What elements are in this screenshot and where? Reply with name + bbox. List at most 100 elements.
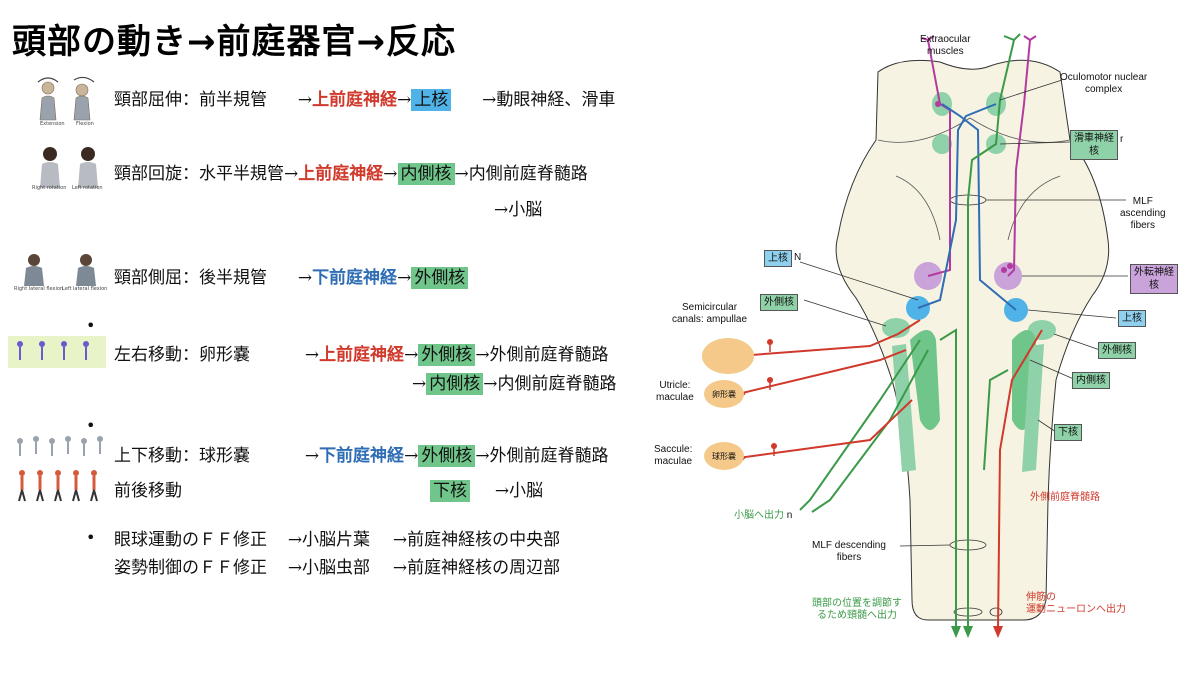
walk-figure <box>18 470 98 502</box>
row-frontback-move: 前後移動 <box>114 481 182 501</box>
blue-path-left <box>917 103 997 309</box>
curve-arrow-icon <box>73 76 95 83</box>
flexion-person-icon <box>73 83 91 121</box>
mlf-ascending-ellipse <box>949 194 987 206</box>
superior-nucleus-suffix: N <box>794 252 802 263</box>
saccule-label: Saccule: maculae <box>654 444 693 467</box>
row-ff-posture: 姿勢制御のＦＦ修正 →小脳虫部 →前庭神経核の周辺部 <box>114 558 561 578</box>
rotation-figure <box>40 147 98 188</box>
output-text: →外側前庭脊髄路 <box>475 446 609 466</box>
oculomotor-nucleus-right <box>986 92 1006 116</box>
curve-arrow-icon <box>37 77 59 83</box>
semicircular-label: Semicircular canals: ampullae <box>672 302 748 325</box>
row-updown-move: 上下移動：球形嚢 →下前庭神経→外側核→外側前庭脊髄路 <box>114 445 609 467</box>
blue-path-right <box>941 103 1017 311</box>
red-lateral-tract <box>997 329 1043 631</box>
bullet: • <box>86 528 96 547</box>
purple-path-left <box>927 39 951 277</box>
neck-output-label: 頭部の位置を調節す るため頸髄へ出力 <box>812 598 902 621</box>
row-lateral-flexion: 頸部側屈：後半規管 →下前庭神経→外側核 <box>114 266 469 290</box>
brainstem-outline <box>835 59 1110 621</box>
mlf-descending-label: MLF descending fibers <box>812 540 886 563</box>
mlf-ascending-label: MLF ascending fibers <box>1120 196 1166 231</box>
lateral-tract-label: 外側前庭脊髄路 <box>1030 492 1100 503</box>
nucleus-badge: 内側核 <box>397 163 455 185</box>
green-mlf-path <box>967 39 1015 630</box>
extension-caption: Extension <box>40 121 65 127</box>
utricle-label: Utricle: maculae <box>656 380 694 403</box>
nerve-text: 上前庭神経 <box>298 164 384 184</box>
inferior-nucleus-tag: 下核 <box>1054 424 1082 441</box>
left-rotation-caption: Left rotation <box>72 185 103 191</box>
semicircular-organ <box>702 338 754 374</box>
output-text: →動眼神経、滑車 <box>482 90 616 110</box>
lateral-nucleus-tag-right: 外側核 <box>1098 342 1136 359</box>
left-lateral-person-icon <box>76 254 96 286</box>
movement-text: 頸部屈伸：前半規管 <box>114 90 267 110</box>
extension-flexion-figure <box>37 76 95 121</box>
trochlear-suffix: r <box>1120 134 1124 145</box>
green-to-cerebellum <box>799 339 921 511</box>
trochlear-nucleus-right <box>986 134 1006 154</box>
row-side-move-second: →内側核→内側前庭脊髄路 <box>412 373 617 395</box>
left-rotation-person-icon <box>78 147 98 188</box>
nerve-text: 上前庭神経 <box>319 345 405 365</box>
red-saccule-path <box>737 399 913 459</box>
bullet: • <box>86 416 96 435</box>
oculomotor-label: Oculomotor nuclear complex <box>1060 72 1148 95</box>
jump-figure <box>17 436 103 456</box>
inferior-nucleus-left <box>892 344 916 472</box>
lateral-flexion-figure <box>24 254 96 286</box>
row-side-move: 左右移動：卵形嚢 →上前庭神経→外側核→外側前庭脊髄路 <box>114 344 609 366</box>
right-lateral-person-icon <box>24 254 44 286</box>
lateral-nucleus-left <box>882 318 910 338</box>
nucleus-badge: 上核 <box>411 89 452 111</box>
nerve-text: 上前庭神経 <box>312 90 398 110</box>
row-flexion: 頸部屈伸：前半規管 →上前庭神経→上核 →動眼神経、滑車 <box>114 89 616 111</box>
superior-nucleus-tag-right: 上核 <box>1118 310 1146 327</box>
mlf-descending-ellipse <box>949 539 987 551</box>
trochlear-nucleus-left <box>932 134 952 154</box>
inferior-nucleus-right <box>1022 344 1044 472</box>
movement-text: 頸部回旋：水平半規管 <box>114 164 284 184</box>
right-rotation-person-icon <box>40 147 60 188</box>
utricle-jp-label: 卵形嚢 <box>712 390 736 399</box>
output-text: →内側前庭脊髄路 <box>483 374 617 394</box>
movement-text: 頸部側屈：後半規管 <box>114 268 267 288</box>
row-frontback-nucleus: 下核 →小脳 <box>430 479 543 503</box>
red-semicircular-path <box>737 319 921 357</box>
oculomotor-nucleus-left <box>932 92 952 116</box>
left-lateral-caption: Left lateral flexion <box>62 286 108 292</box>
purple-path-right <box>1007 39 1031 277</box>
green-descending-left <box>939 328 957 630</box>
nucleus-badge: 内側核 <box>426 373 484 395</box>
extension-person-icon <box>39 81 57 121</box>
row-rotation: 頸部回旋：水平半規管→上前庭神経→内側核→内側前庭脊髄路 <box>114 163 588 185</box>
right-lateral-caption: Right lateral flexion <box>14 286 64 292</box>
trochlear-tag: 滑車神経 核 <box>1070 130 1118 160</box>
lateral-nucleus-right <box>1028 320 1056 340</box>
nucleus-badge: 外側核 <box>411 267 469 289</box>
superior-nucleus-right <box>1004 298 1028 322</box>
bullet: • <box>86 316 96 335</box>
nucleus-badge: 外側核 <box>418 445 476 467</box>
movement-text: 上下移動：球形嚢 <box>114 446 250 466</box>
nerve-text: 下前庭神経 <box>319 446 405 466</box>
red-utricle-path <box>737 349 907 395</box>
flexion-caption: Flexion <box>76 121 94 127</box>
output-text: →外側前庭脊髄路 <box>475 345 609 365</box>
superior-nucleus-left <box>906 296 930 320</box>
abducens-nucleus-left <box>914 262 942 290</box>
output-text: →内側前庭脊髄路 <box>454 164 588 184</box>
superior-nucleus-tag-left: 上核 <box>764 250 792 267</box>
saccule-jp-label: 球形嚢 <box>712 452 736 461</box>
medial-nucleus-tag: 内側核 <box>1072 372 1110 389</box>
extensor-output-label: 伸筋の 運動ニューロンへ出力 <box>1026 592 1126 615</box>
abducens-nucleus-right <box>994 262 1022 290</box>
side-step-figure <box>8 336 106 368</box>
medial-nucleus-left <box>910 330 940 430</box>
lateral-nucleus-tag-left: 外側核 <box>760 294 798 311</box>
row-ff-eye: 眼球運動のＦＦ修正 →小脳片葉 →前庭神経核の中央部 <box>114 530 561 550</box>
nerve-text: 下前庭神経 <box>312 268 398 288</box>
medial-nucleus-right <box>1012 330 1036 430</box>
